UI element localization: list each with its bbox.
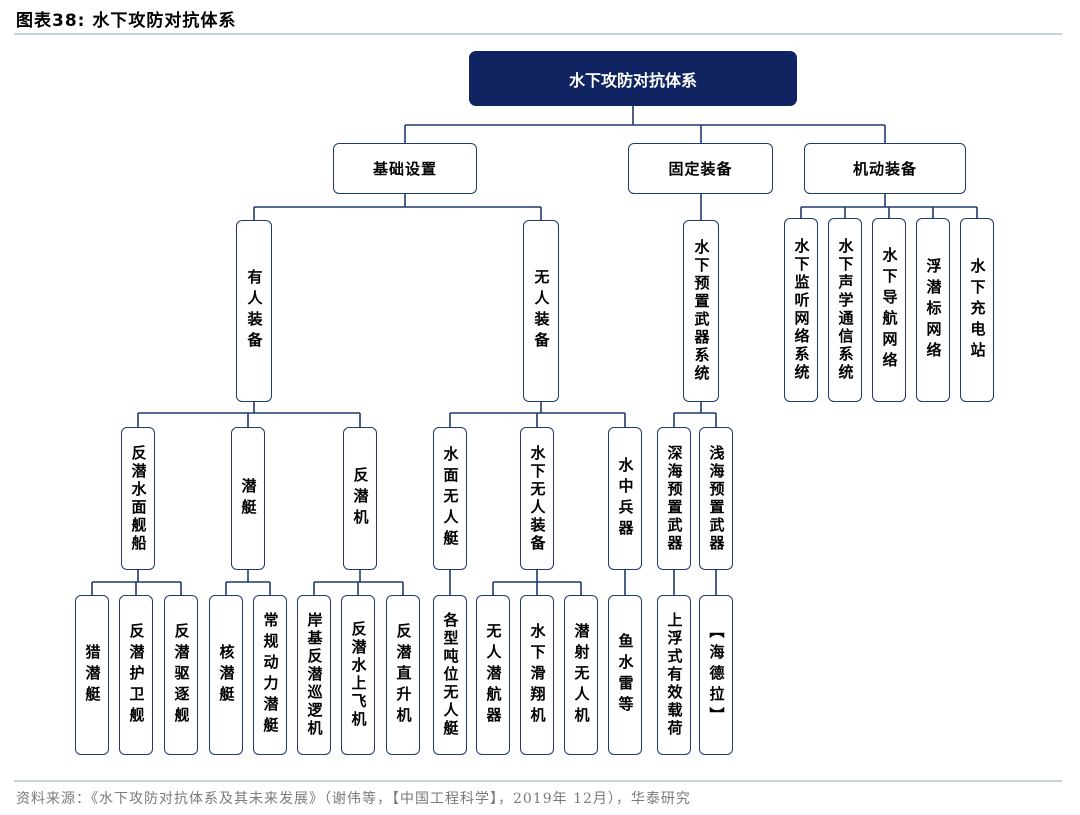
connector bbox=[800, 194, 978, 218]
connector bbox=[225, 570, 271, 595]
unmanned-equipment-node: 无人装备 bbox=[523, 220, 559, 402]
usv-node: 水面无人艇 bbox=[433, 427, 467, 570]
leaf-helicopter: 反潜直升机 bbox=[386, 595, 420, 755]
mobile-equipment-node: 机动装备 bbox=[804, 143, 966, 194]
leaf-floating-payload: 上浮式有效载荷 bbox=[657, 595, 691, 755]
bottom-divider bbox=[14, 780, 1062, 782]
uuv-node: 水下无人装备 bbox=[520, 427, 554, 570]
infrastructure-node: 基础设置 bbox=[333, 143, 477, 194]
leaf-patrol-aircraft: 岸基反潜巡逻机 bbox=[297, 595, 331, 755]
leaf-various-usv: 各型吨位无人艇 bbox=[433, 595, 467, 755]
connector bbox=[492, 570, 582, 595]
leaf-hunter: 猎潜艇 bbox=[75, 595, 109, 755]
submarine-node: 潜艇 bbox=[231, 427, 265, 570]
leaf-destroyer: 反潜驱逐舰 bbox=[164, 595, 198, 755]
shallow-sea-weapon-node: 浅海预置武器 bbox=[699, 427, 733, 570]
source-note: 资料来源：《水下攻防对抗体系及其未来发展》（谢伟等，【中国工程科学】，2019年… bbox=[16, 791, 691, 807]
leaf-uuv-sub: 无人潜航器 bbox=[476, 595, 510, 755]
listening-network-node: 水下监听网络系统 bbox=[784, 218, 818, 402]
buoy-network-node: 浮潜标网络 bbox=[916, 218, 950, 402]
charging-station-node: 水下充电站 bbox=[960, 218, 994, 402]
asw-surface-ship-node: 反潜水面舰船 bbox=[121, 427, 155, 570]
figure-title: 图表38: 水下攻防对抗体系 bbox=[16, 11, 237, 31]
leaf-sub-launched-uav: 潜射无人机 bbox=[564, 595, 598, 755]
acoustic-comm-node: 水下声学通信系统 bbox=[828, 218, 862, 402]
underwater-weapon-node: 水中兵器 bbox=[608, 427, 642, 570]
connector bbox=[673, 402, 717, 427]
leaf-seaplane: 反潜水上飞机 bbox=[341, 595, 375, 755]
connector bbox=[404, 106, 886, 143]
connector bbox=[253, 194, 542, 220]
manned-equipment-node: 有人装备 bbox=[236, 220, 272, 402]
asw-aircraft-node: 反潜机 bbox=[343, 427, 377, 570]
fixed-equipment-node: 固定装备 bbox=[628, 143, 773, 194]
leaf-glider: 水下滑翔机 bbox=[520, 595, 554, 755]
leaf-torpedo-mine: 鱼水雷等 bbox=[608, 595, 642, 755]
leaf-conventional-sub: 常规动力潜艇 bbox=[253, 595, 287, 755]
root-node: 水下攻防对抗体系 bbox=[469, 51, 797, 106]
leaf-hydra: 【海德拉】 bbox=[699, 595, 733, 755]
connector bbox=[449, 402, 626, 427]
connector bbox=[313, 570, 404, 595]
leaf-nuclear-sub: 核潜艇 bbox=[209, 595, 243, 755]
leaf-escort: 反潜护卫舰 bbox=[119, 595, 153, 755]
connector bbox=[673, 570, 717, 595]
navigation-network-node: 水下导航网络 bbox=[872, 218, 906, 402]
preset-weapon-system-node: 水下预置武器系统 bbox=[683, 220, 719, 402]
connector bbox=[137, 402, 361, 427]
top-divider bbox=[14, 33, 1062, 35]
deep-sea-weapon-node: 深海预置武器 bbox=[657, 427, 691, 570]
connector bbox=[91, 570, 182, 595]
